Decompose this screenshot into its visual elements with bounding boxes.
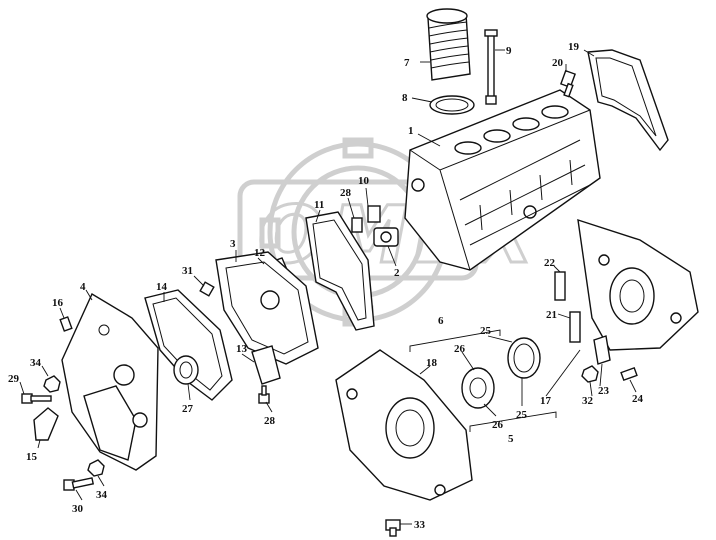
seal-27 xyxy=(173,355,199,385)
label-6: 6 xyxy=(438,315,444,327)
label-5: 5 xyxy=(508,433,514,445)
stud xyxy=(484,29,498,105)
bolt-20 xyxy=(560,69,576,98)
label-29: 29 xyxy=(8,373,20,385)
label-25-upper: 25 xyxy=(480,325,492,337)
seal-26 xyxy=(461,367,495,409)
label-30: 30 xyxy=(72,503,84,515)
ring-25 xyxy=(507,337,541,379)
bracket-21 xyxy=(569,311,581,343)
label-7: 7 xyxy=(404,57,410,69)
label-15: 15 xyxy=(26,451,38,463)
label-18: 18 xyxy=(426,357,438,369)
label-32: 32 xyxy=(582,395,594,407)
label-10: 10 xyxy=(358,175,370,187)
label-9: 9 xyxy=(506,45,512,57)
label-20: 20 xyxy=(552,57,564,69)
leader-lines xyxy=(19,49,637,525)
label-8: 8 xyxy=(402,92,408,104)
gasket-11 xyxy=(305,211,375,331)
label-23: 23 xyxy=(598,385,610,397)
label-26-upper: 26 xyxy=(454,343,466,355)
bolt-30 xyxy=(63,477,95,491)
bracket-22 xyxy=(554,271,566,301)
engine-block xyxy=(404,89,601,271)
label-26-lower: 26 xyxy=(492,419,504,431)
pin-24 xyxy=(620,366,638,382)
label-34-lower: 34 xyxy=(96,489,108,501)
label-33: 33 xyxy=(414,519,426,531)
label-22: 22 xyxy=(544,257,556,269)
part-labels: 7 8 9 1 19 20 10 28 11 2 3 12 31 14 13 4… xyxy=(8,41,644,531)
label-31: 31 xyxy=(182,265,193,277)
valve-2 xyxy=(373,227,399,247)
bracket-15 xyxy=(33,407,59,441)
label-14: 14 xyxy=(156,281,168,293)
cylinder-liner xyxy=(426,8,471,81)
fitting-28-upper xyxy=(351,217,363,233)
label-1: 1 xyxy=(408,125,414,137)
bracket-23 xyxy=(593,335,611,365)
bolt-29 xyxy=(21,393,52,404)
fitting-10 xyxy=(367,205,381,223)
label-24: 24 xyxy=(632,393,644,405)
pin-16 xyxy=(59,316,73,332)
label-11: 11 xyxy=(314,199,324,211)
front-cover xyxy=(61,292,159,471)
label-16: 16 xyxy=(52,297,64,309)
label-4: 4 xyxy=(80,281,86,293)
nut-34-lower xyxy=(87,459,105,477)
bracket-13 xyxy=(251,345,281,385)
flywheel-housing-17 xyxy=(577,218,699,351)
rear-gasket xyxy=(587,49,669,152)
nut-32 xyxy=(581,365,599,383)
flywheel-housing-18 xyxy=(335,349,473,501)
label-27: 27 xyxy=(182,403,194,415)
bolt-28-lower xyxy=(258,385,270,404)
label-25-lower: 25 xyxy=(516,409,528,421)
label-17: 17 xyxy=(540,395,552,407)
label-12: 12 xyxy=(254,247,266,259)
nut-34-upper xyxy=(43,375,61,393)
bolt-33 xyxy=(385,519,401,537)
label-21: 21 xyxy=(546,309,557,321)
label-34-upper: 34 xyxy=(30,357,42,369)
gasket-14 xyxy=(144,289,233,401)
label-28-upper: 28 xyxy=(340,187,352,199)
label-19: 19 xyxy=(568,41,580,53)
label-13: 13 xyxy=(236,343,248,355)
label-3: 3 xyxy=(230,238,236,250)
label-28-lower: 28 xyxy=(264,415,276,427)
label-2: 2 xyxy=(394,267,400,279)
